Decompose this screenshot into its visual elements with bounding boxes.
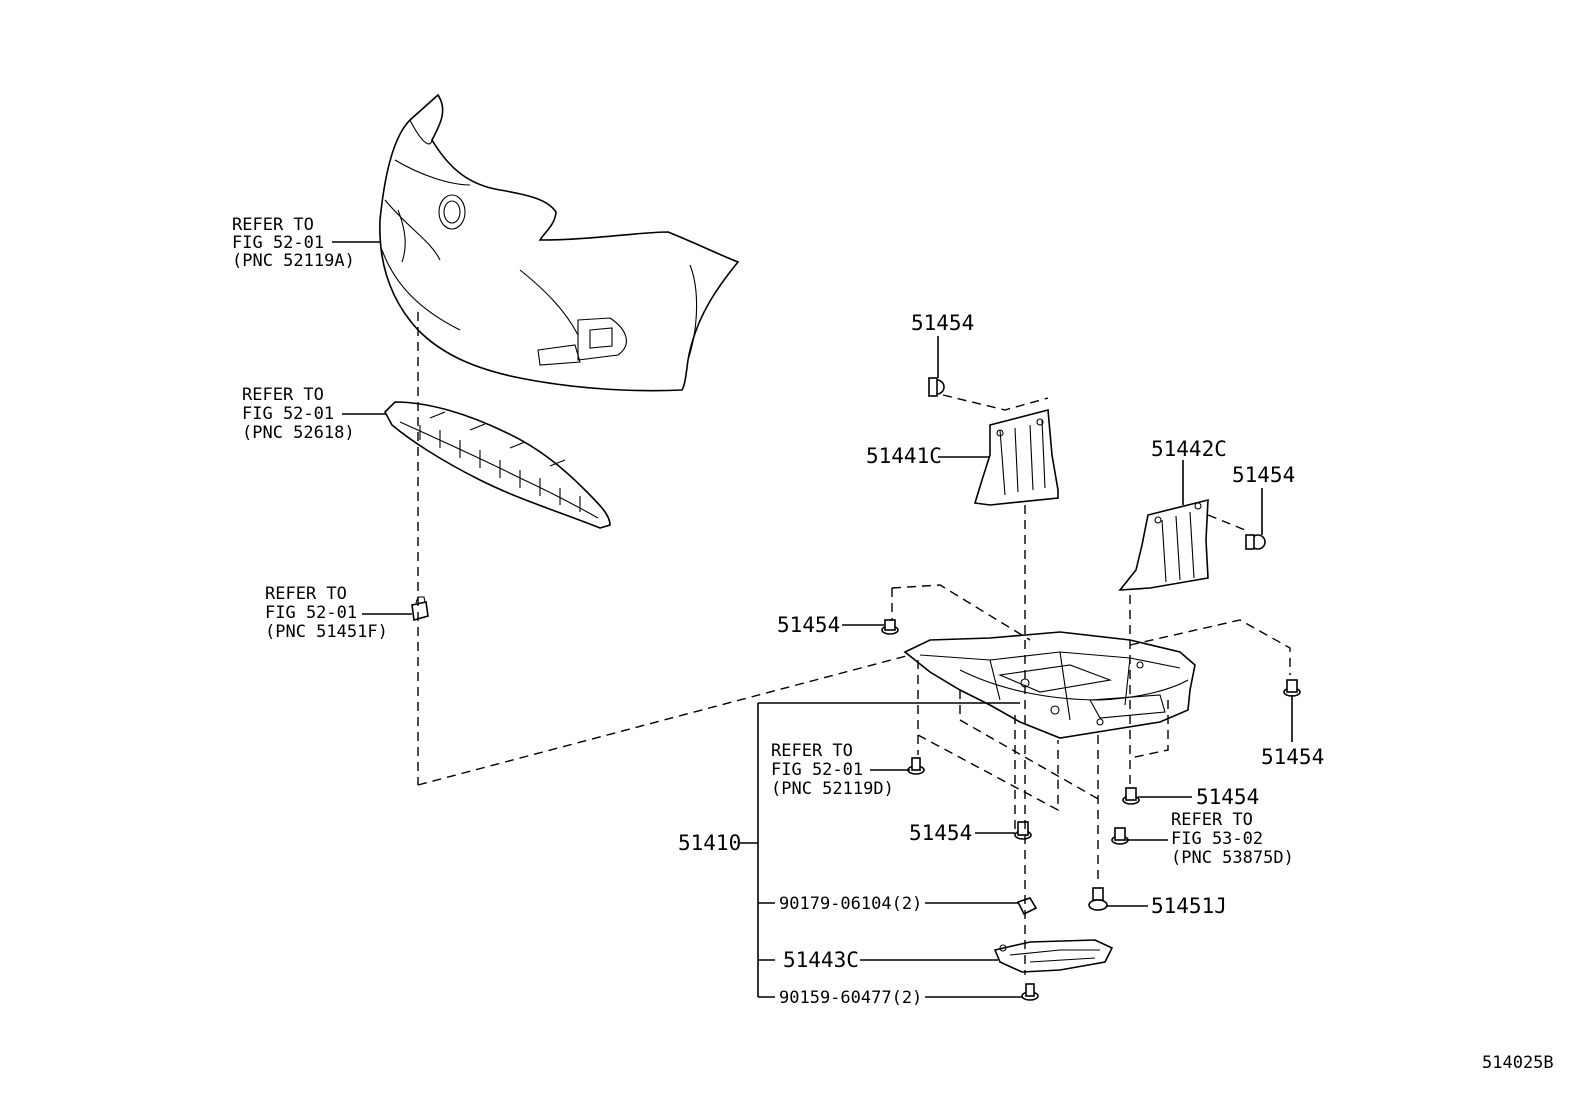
svg-text:(PNC 51451F): (PNC 51451F) <box>265 622 388 642</box>
label-51454-right-upper: 51454 <box>1232 463 1295 487</box>
clip-51454-right-upper <box>1245 534 1266 550</box>
svg-text:(PNC 53875D): (PNC 53875D) <box>1171 848 1294 868</box>
label-51443c: 51443C <box>783 948 859 972</box>
svg-text:(PNC 52618): (PNC 52618) <box>242 423 355 443</box>
svg-text:REFER TO: REFER TO <box>265 584 347 604</box>
label-51454-top: 51454 <box>911 311 974 335</box>
clip-51454-below <box>1122 787 1140 805</box>
label-51454-center: 51454 <box>909 821 972 845</box>
clip-53875d <box>1111 827 1129 845</box>
clip-51454-left <box>881 619 899 635</box>
svg-text:REFER TO: REFER TO <box>232 215 314 235</box>
clip-51454-right <box>1283 679 1301 697</box>
shield-51442c <box>1118 498 1209 591</box>
figure-id: 514025B <box>1482 1053 1554 1073</box>
label-51454-below: 51454 <box>1196 785 1259 809</box>
svg-text:FIG 53-02: FIG 53-02 <box>1171 829 1263 849</box>
svg-text:FIG 52-01: FIG 52-01 <box>242 404 334 424</box>
label-51451j: 51451J <box>1151 894 1227 918</box>
clip-51454-center <box>1014 821 1032 840</box>
cover-51443c <box>993 939 1114 973</box>
label-51454-right: 51454 <box>1261 745 1324 769</box>
label-90179: 90179-06104(2) <box>779 894 922 914</box>
shield-51441c <box>973 408 1059 506</box>
label-51441c: 51441C <box>866 444 942 468</box>
nut-90179 <box>1016 897 1038 916</box>
clip-51451f <box>411 596 429 622</box>
svg-text:FIG 52-01: FIG 52-01 <box>232 233 324 253</box>
svg-text:REFER TO: REFER TO <box>771 741 853 761</box>
bolt-90159 <box>1021 983 1039 1001</box>
label-absorber-ref: REFER TO FIG 52-01 (PNC 52618) <box>242 385 355 443</box>
label-screw-ref: REFER TO FIG 52-01 (PNC 52119D) <box>771 741 894 799</box>
alignment-lines <box>417 312 1291 975</box>
front-bumper-cover <box>379 93 740 392</box>
svg-text:(PNC 52119D): (PNC 52119D) <box>771 779 894 799</box>
svg-text:REFER TO: REFER TO <box>242 385 324 405</box>
svg-text:REFER TO: REFER TO <box>1171 810 1253 830</box>
screw-52119d <box>907 757 925 775</box>
label-bumper-ref: REFER TO FIG 52-01 (PNC 52119A) <box>232 215 355 271</box>
label-90159: 90159-60477(2) <box>779 988 922 1008</box>
label-clip-ref: REFER TO FIG 52-01 (PNC 51451F) <box>265 584 388 642</box>
label-51454-left: 51454 <box>777 613 840 637</box>
energy-absorber <box>384 401 611 529</box>
svg-text:FIG 52-01: FIG 52-01 <box>265 603 357 623</box>
svg-text:(PNC 52119A): (PNC 52119A) <box>232 251 355 271</box>
bolt-51451j <box>1088 887 1108 911</box>
clip-51454-top <box>928 377 945 397</box>
leader-lines <box>332 241 1293 998</box>
engine-under-cover <box>903 631 1196 739</box>
svg-text:FIG 52-01: FIG 52-01 <box>771 760 863 780</box>
label-51442c: 51442C <box>1151 437 1227 461</box>
label-51410: 51410 <box>678 831 741 855</box>
label-53-ref: REFER TO FIG 53-02 (PNC 53875D) <box>1171 810 1294 868</box>
